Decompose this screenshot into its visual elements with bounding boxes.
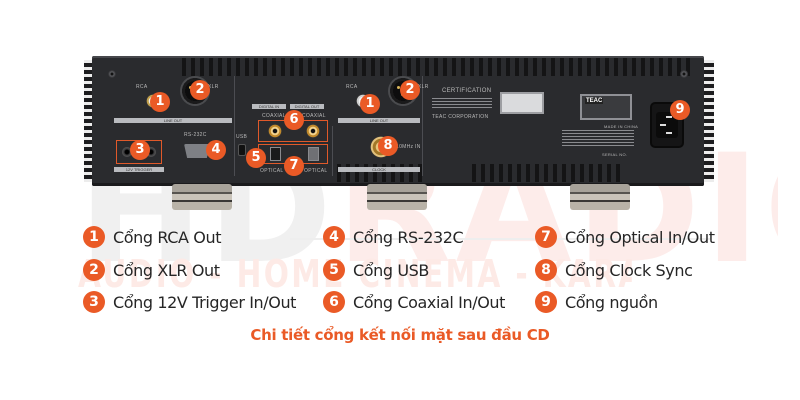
fcc-text <box>562 130 634 146</box>
bottom-vents-2 <box>472 164 622 182</box>
legend-item-optical: 7 Cổng Optical In/Out <box>535 225 715 249</box>
serial-label: SERIAL NO. <box>602 152 628 157</box>
legend-text: Cổng USB <box>353 260 429 280</box>
marker-8: 8 <box>378 136 398 156</box>
device-foot <box>172 184 232 210</box>
usb-label: USB <box>236 134 248 140</box>
rating-plate: TEAC <box>580 94 632 120</box>
made-in-label: MADE IN CHINA <box>604 124 639 129</box>
coaxial-out-label: COAXIAL <box>302 113 326 119</box>
port-legend: 1 Cổng RCA Out 2 Cổng XLR Out 3 Cổng 12V… <box>83 225 763 321</box>
number-badge-icon: 9 <box>535 291 557 313</box>
number-badge-icon: 1 <box>83 226 105 248</box>
digital-in-strip: DIGITAL IN <box>252 104 286 109</box>
number-badge-icon: 2 <box>83 259 105 281</box>
trigger-strip: 12V TRIGGER <box>114 167 164 172</box>
cd-player-rear-panel: RCA XLR LINE OUT 12V TRIGGER RS-232C USB… <box>92 56 704 186</box>
trigger-out-jack[interactable] <box>146 147 156 157</box>
legend-item-clock: 8 Cổng Clock Sync <box>535 258 693 282</box>
manufacturer-label: TEAC CORPORATION <box>432 114 489 120</box>
coaxial-in-port[interactable] <box>268 124 282 138</box>
marker-7: 7 <box>284 156 304 176</box>
marker-1b: 1 <box>360 94 380 114</box>
marker-1: 1 <box>150 92 170 112</box>
usb-port[interactable] <box>238 144 246 156</box>
optical-in-label: OPTICAL <box>260 168 284 174</box>
xlr-label-2: XLR <box>418 84 429 90</box>
laser-product-plate <box>500 92 544 114</box>
number-badge-icon: 7 <box>535 226 557 248</box>
marker-2b: 2 <box>400 80 420 100</box>
number-badge-icon: 8 <box>535 259 557 281</box>
xlr-label: XLR <box>208 84 219 90</box>
optical-out-port[interactable] <box>308 147 319 161</box>
teac-brand: TEAC <box>585 98 604 104</box>
legend-text: Cổng RS-232C <box>353 227 464 247</box>
device-foot <box>570 184 630 210</box>
clock-strip: CLOCK <box>338 167 420 172</box>
rs232c-label: RS-232C <box>184 132 207 138</box>
marker-5: 5 <box>246 148 266 168</box>
digital-out-strip: DIGITAL OUT <box>290 104 324 109</box>
number-badge-icon: 4 <box>323 226 345 248</box>
rca-label-2: RCA <box>346 84 358 90</box>
marker-6: 6 <box>284 110 304 130</box>
marker-9: 9 <box>670 100 690 120</box>
legend-text: Cổng Coaxial In/Out <box>353 292 506 312</box>
legend-item-trigger: 3 Cổng 12V Trigger In/Out <box>83 290 296 314</box>
number-badge-icon: 6 <box>323 291 345 313</box>
optical-out-label: OPTICAL <box>304 168 328 174</box>
optical-in-port[interactable] <box>270 147 281 161</box>
heatsink-left <box>84 60 94 182</box>
certification-title: CERTIFICATION <box>442 88 492 94</box>
rca-label: RCA <box>136 84 148 90</box>
legend-text: Cổng XLR Out <box>113 260 220 280</box>
screw-icon <box>680 70 688 78</box>
certification-text <box>432 98 492 110</box>
number-badge-icon: 3 <box>83 291 105 313</box>
device-foot <box>367 184 427 210</box>
trigger-in-jack[interactable] <box>122 147 132 157</box>
watermark-line <box>290 238 710 240</box>
caption: Chi tiết cổng kết nối mặt sau đầu CD <box>250 326 550 344</box>
legend-item-usb: 5 Cổng USB <box>323 258 429 282</box>
legend-text: Cổng Optical In/Out <box>565 227 715 247</box>
number-badge-icon: 5 <box>323 259 345 281</box>
panel-divider <box>332 126 333 176</box>
coaxial-out-port[interactable] <box>306 124 320 138</box>
clock-in-label: 10MHz IN <box>396 144 421 150</box>
screw-icon <box>108 70 116 78</box>
legend-text: Cổng 12V Trigger In/Out <box>113 292 297 312</box>
legend-item-xlr: 2 Cổng XLR Out <box>83 258 220 282</box>
line-out-strip-2: LINE OUT <box>338 118 420 123</box>
heatsink-right <box>704 60 714 182</box>
coaxial-in-label: COAXIAL <box>262 113 286 119</box>
panel-divider <box>234 76 235 176</box>
marker-3: 3 <box>130 140 150 160</box>
legend-text: Cổng Clock Sync <box>565 260 693 280</box>
top-vents <box>182 58 692 76</box>
legend-item-rca: 1 Cổng RCA Out <box>83 225 221 249</box>
rs232c-port[interactable] <box>184 144 210 158</box>
marker-2: 2 <box>190 80 210 100</box>
legend-item-power: 9 Cổng nguồn <box>535 290 658 314</box>
legend-text: Cổng nguồn <box>565 292 658 312</box>
marker-4: 4 <box>206 140 226 160</box>
legend-item-rs232c: 4 Cổng RS-232C <box>323 225 464 249</box>
legend-item-coaxial: 6 Cổng Coaxial In/Out <box>323 290 505 314</box>
panel-divider <box>422 76 423 176</box>
line-out-strip: LINE OUT <box>114 118 232 123</box>
legend-text: Cổng RCA Out <box>113 227 222 247</box>
